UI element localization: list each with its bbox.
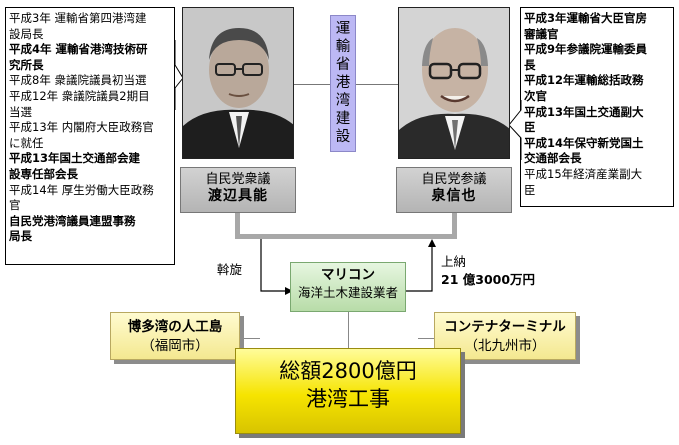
right-bio-line: 平成14年保守新党国土: [524, 135, 644, 150]
right-bio-line: 長: [524, 57, 536, 72]
connector-right-project: [418, 338, 434, 339]
right-bio-line: 平成15年経済産業副大: [524, 166, 643, 181]
left-portrait-photo: [182, 7, 294, 159]
vlabel-char-3: 省: [335, 57, 351, 73]
left-bio-line: 平成13年国土交通部会建: [9, 151, 141, 166]
right-bio-line: 臣: [524, 182, 536, 197]
left-bio-line: 官: [9, 198, 21, 213]
vlabel-char-6: 建: [335, 111, 351, 127]
left-bio-line: 平成8年 衆議院議員初当選: [9, 73, 147, 88]
arrow-payment: [400, 239, 436, 292]
project-right-title: コンテナターミナル: [444, 319, 566, 335]
right-name: 泉信也: [431, 188, 477, 204]
arrow-mediation: [260, 239, 293, 295]
right-bio-line: 臣: [524, 120, 536, 135]
left-bio-line: 設局長: [9, 26, 44, 41]
contractor-title: マリコン: [321, 267, 375, 283]
connector-contractor-down: [348, 312, 349, 348]
right-title: 自民党参議: [421, 172, 487, 187]
vlabel-char-7: 設: [335, 129, 351, 145]
right-name-box: 自民党参議 泉信也: [396, 167, 512, 213]
vlabel-char-1: 運: [335, 21, 351, 37]
contractor-box: マリコン 海洋土木建設業者: [290, 262, 406, 312]
left-bio-line: 平成3年 運輸省第四港湾建: [9, 11, 147, 25]
left-title: 自民党衆議: [205, 172, 271, 187]
left-bio-line: 究所長: [9, 57, 44, 72]
label-mediation: 斡旋: [217, 262, 243, 277]
left-bio-line: に就任: [9, 135, 44, 150]
right-bio-line: 平成13年国土交通副大: [524, 104, 644, 119]
right-bio-lines: 平成3年運輸省大臣官房審議官平成9年参議院運輸委員長平成12年運輸総括政務次官平…: [524, 11, 670, 198]
connector-left-down: [235, 213, 240, 239]
left-bio-box: 平成3年 運輸省第四港湾建設局長平成4年 運輸省港湾技術研究所長平成8年 衆議院…: [5, 7, 175, 265]
left-bio-lines: 平成3年 運輸省第四港湾建設局長平成4年 運輸省港湾技術研究所長平成8年 衆議院…: [9, 11, 171, 245]
project-total-label: 港湾工事: [306, 387, 390, 411]
label-payment: 上納: [441, 254, 467, 269]
right-bio-line: 平成3年運輸省大臣官房: [524, 11, 648, 25]
right-bio-line: 次官: [524, 88, 547, 103]
label-payment-amount: 21 億3000万円: [441, 272, 536, 287]
connector-right-down: [452, 213, 457, 239]
project-right-sub: （北九州市）: [464, 338, 546, 354]
vlabel-char-5: 湾: [335, 93, 351, 109]
left-bio-line: 平成4年 運輸省港湾技術研: [9, 42, 148, 57]
project-left-box: 博多湾の人工島 （福岡市）: [110, 312, 240, 360]
left-portrait-icon: [183, 8, 293, 158]
vertical-label-ministry: 運 輸 省 港 湾 建 設: [330, 15, 356, 152]
left-bio-line: 局長: [9, 229, 32, 244]
contractor-subtitle: 海洋土木建設業者: [297, 285, 398, 300]
left-bio-line: 平成13年 内閣府大臣政務官: [9, 120, 154, 135]
connector-right-label: [356, 84, 398, 85]
connector-left-label: [294, 84, 330, 85]
connector-left-project: [240, 338, 260, 339]
right-bio-line: 交通部会長: [524, 151, 582, 166]
right-portrait-icon: [399, 8, 509, 158]
project-left-sub: （福岡市）: [141, 338, 209, 354]
right-bio-pointer: [508, 100, 522, 160]
project-total-box: 総額2800億円 港湾工事: [235, 348, 461, 434]
left-bio-line: 平成14年 厚生労働大臣政務: [9, 182, 154, 197]
left-bio-line: 当選: [9, 104, 32, 119]
left-bio-line: 自民党港湾議員連盟事務: [9, 213, 136, 228]
vlabel-char-4: 港: [335, 75, 351, 91]
vlabel-char-2: 輸: [335, 39, 351, 55]
left-bio-line: 設専任部会長: [9, 166, 78, 181]
left-name: 渡辺具能: [208, 188, 268, 204]
project-left-title: 博多湾の人工島: [127, 319, 223, 335]
right-bio-line: 平成12年運輸総括政務: [524, 73, 644, 88]
right-bio-line: 審議官: [524, 26, 559, 41]
right-bio-box: 平成3年運輸省大臣官房審議官平成9年参議院運輸委員長平成12年運輸総括政務次官平…: [520, 7, 674, 207]
connector-horizontal-top: [235, 234, 457, 239]
right-portrait-photo: [398, 7, 510, 159]
right-bio-line: 平成9年参議院運輸委員: [524, 42, 648, 57]
project-total-amount: 総額2800億円: [279, 359, 417, 383]
left-bio-line: 平成12年 衆議院議員2期目: [9, 88, 150, 103]
left-name-box: 自民党衆議 渡辺具能: [180, 167, 296, 213]
project-right-box: コンテナターミナル （北九州市）: [434, 312, 576, 360]
